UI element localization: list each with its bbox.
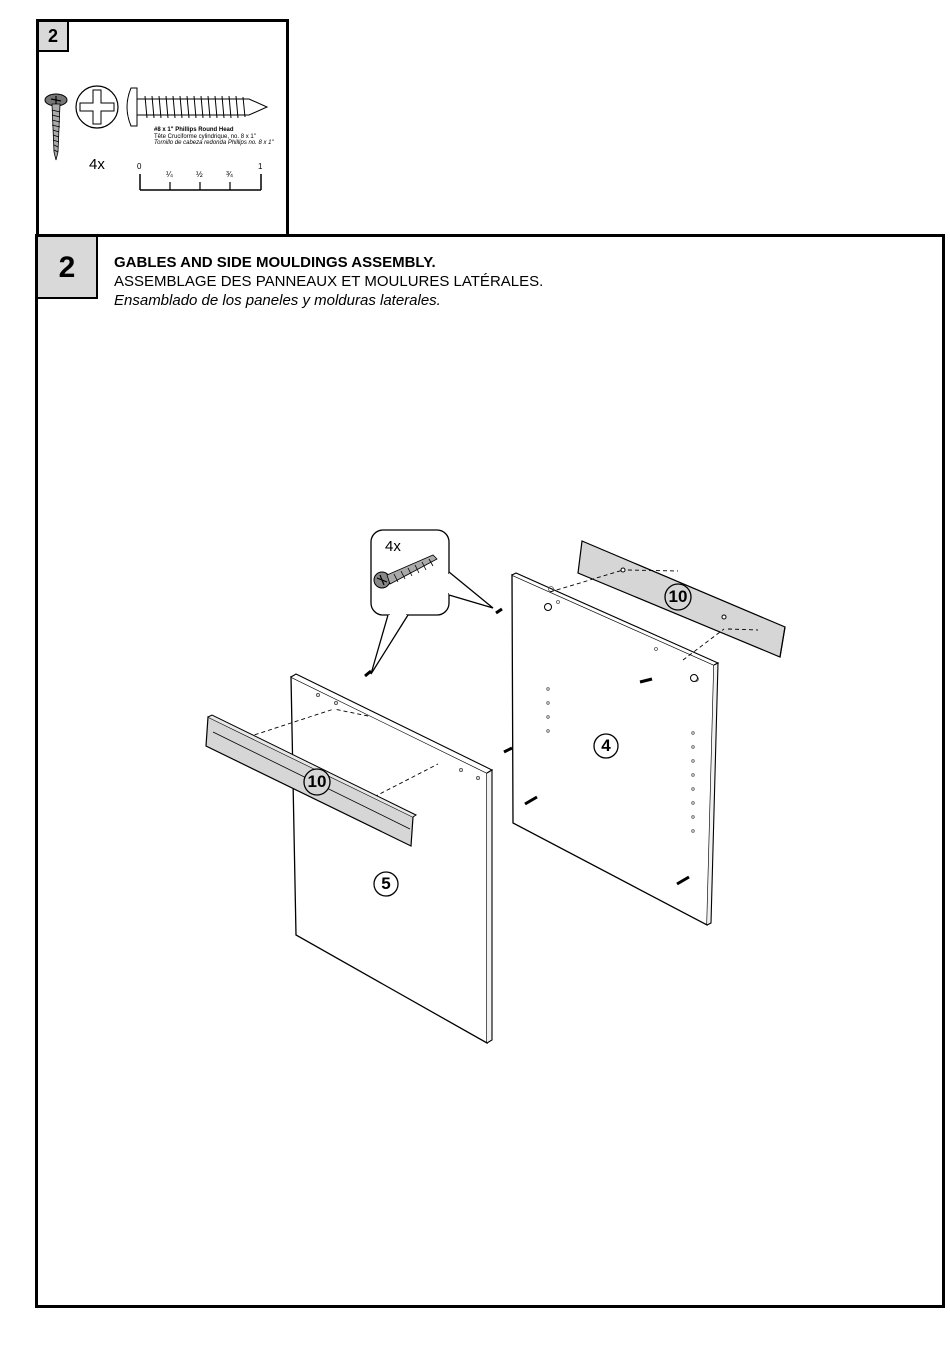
screw-icon — [45, 94, 67, 160]
hardware-box: 2 4x #8 x 1" Phill — [36, 19, 289, 235]
callout-quantity: 4x — [385, 538, 401, 555]
scale-label-0: 0 — [137, 162, 141, 171]
part-label-4: 4 — [593, 736, 619, 756]
scale-label-quarter: ¼ — [166, 170, 173, 179]
part-label-10-right: 10 — [665, 587, 691, 607]
part-label-10-left: 10 — [304, 772, 330, 792]
step-box: 2 GABLES AND SIDE MOULDINGS ASSEMBLY. AS… — [35, 234, 945, 1308]
screw-profile-icon — [127, 88, 267, 126]
scale-label-1: 1 — [258, 162, 262, 171]
part-label-5: 5 — [373, 874, 399, 894]
hardware-desc-fr: Tête Cruciforme cylindrique, no. 8 x 1" — [154, 134, 274, 141]
hardware-desc-en: #8 x 1" Phillips Round Head — [154, 127, 274, 134]
scale-label-three-quarter: ¾ — [226, 170, 233, 179]
left-gable-panel — [291, 674, 492, 1043]
hardware-desc-es: Tornillo de cabeza redonda Phillips no. … — [154, 140, 274, 147]
hardware-quantity: 4x — [89, 156, 105, 173]
phillips-head-icon — [76, 86, 118, 128]
scale-label-half: ½ — [196, 170, 203, 179]
assembly-diagram — [38, 237, 942, 1305]
hardware-description: #8 x 1" Phillips Round Head Tête Crucifo… — [154, 127, 274, 147]
